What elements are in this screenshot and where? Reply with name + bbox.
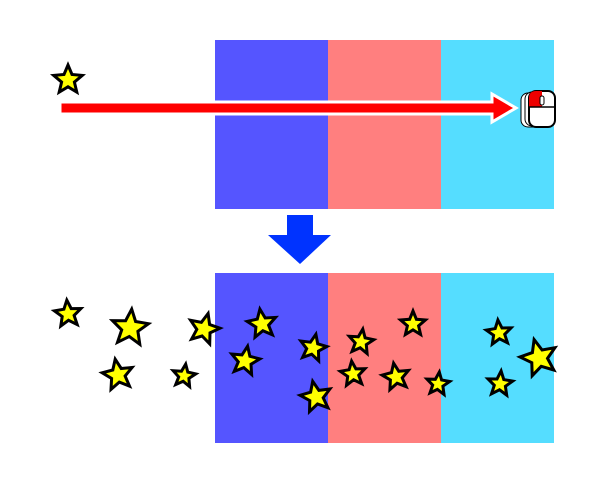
star-icon [243,305,280,341]
star-icon [297,330,331,365]
bottom-panel-region-left [215,273,328,443]
down-arrow [268,215,331,264]
star-icon [345,325,378,357]
star-icon [484,367,517,399]
star-icon [482,316,515,348]
drag-arrow [58,91,519,125]
star-icon [228,342,264,379]
star-icon [396,307,430,338]
star-icon [98,355,136,393]
star-icon [50,296,85,330]
top-panel-region-left [215,40,328,209]
star-icon [296,377,334,416]
bottom-panel [215,273,554,443]
star-icon [378,359,412,394]
star-icon [169,360,200,391]
star-icon [336,357,369,389]
star-icon-original [49,61,87,96]
mouse-icon [520,90,556,128]
top-panel [215,40,554,209]
star-icon [423,368,454,398]
star-icon [516,335,559,380]
star-icon [108,305,153,348]
star-icon [187,309,224,348]
bottom-panel-region-middle [328,273,441,443]
top-panel-region-middle [328,40,441,209]
stars-layer [49,61,559,416]
